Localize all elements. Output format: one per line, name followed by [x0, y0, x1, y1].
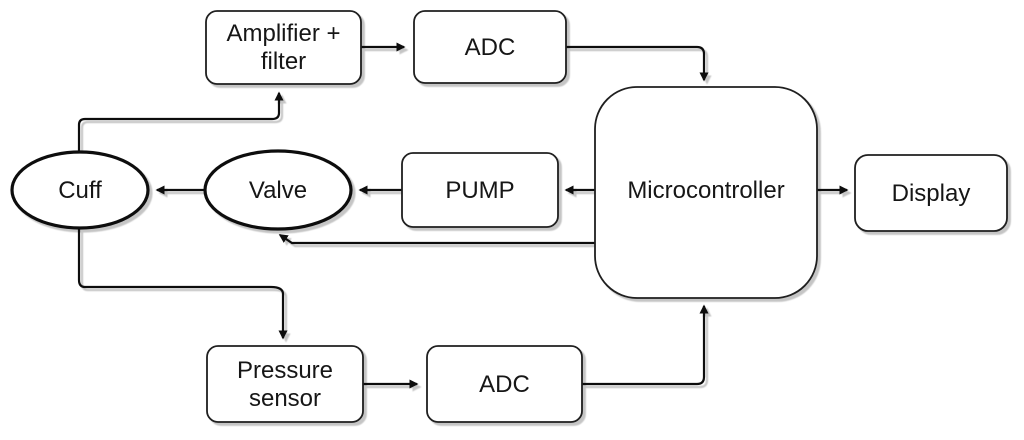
node-display: Display — [854, 154, 1008, 232]
valve-label: Valve — [249, 177, 307, 204]
node-pressure-sensor: Pressure sensor — [206, 345, 364, 423]
display-label: Display — [892, 180, 971, 207]
node-valve: Valve — [203, 149, 353, 231]
adc-top-label: ADC — [465, 34, 516, 61]
pressure-sensor-label-line2: sensor — [249, 385, 321, 412]
pressure-sensor-label-line1: Pressure — [237, 357, 333, 384]
node-cuff: Cuff — [10, 150, 150, 230]
edge-adc-top-to-microcontroller — [566, 45, 709, 82]
node-microcontroller: Microcontroller — [594, 86, 818, 299]
node-pump: PUMP — [401, 152, 559, 228]
adc-bottom-label: ADC — [479, 371, 530, 398]
pump-label: PUMP — [445, 177, 514, 204]
amplifier-filter-label-line2: filter — [261, 48, 306, 75]
edge-cuff-to-amplifier — [77, 91, 284, 152]
node-adc-top: ADC — [413, 10, 567, 84]
node-amplifier-filter: Amplifier + filter — [205, 10, 362, 85]
edge-adc-bottom-to-microcontroller — [582, 304, 709, 386]
cuff-label: Cuff — [58, 177, 102, 204]
edge-microcontroller-to-valve — [278, 234, 595, 245]
node-adc-bottom: ADC — [426, 345, 583, 423]
amplifier-filter-label-line1: Amplifier + — [226, 20, 340, 47]
edge-cuff-to-pressure-sensor — [77, 228, 288, 340]
microcontroller-label: Microcontroller — [627, 177, 784, 204]
